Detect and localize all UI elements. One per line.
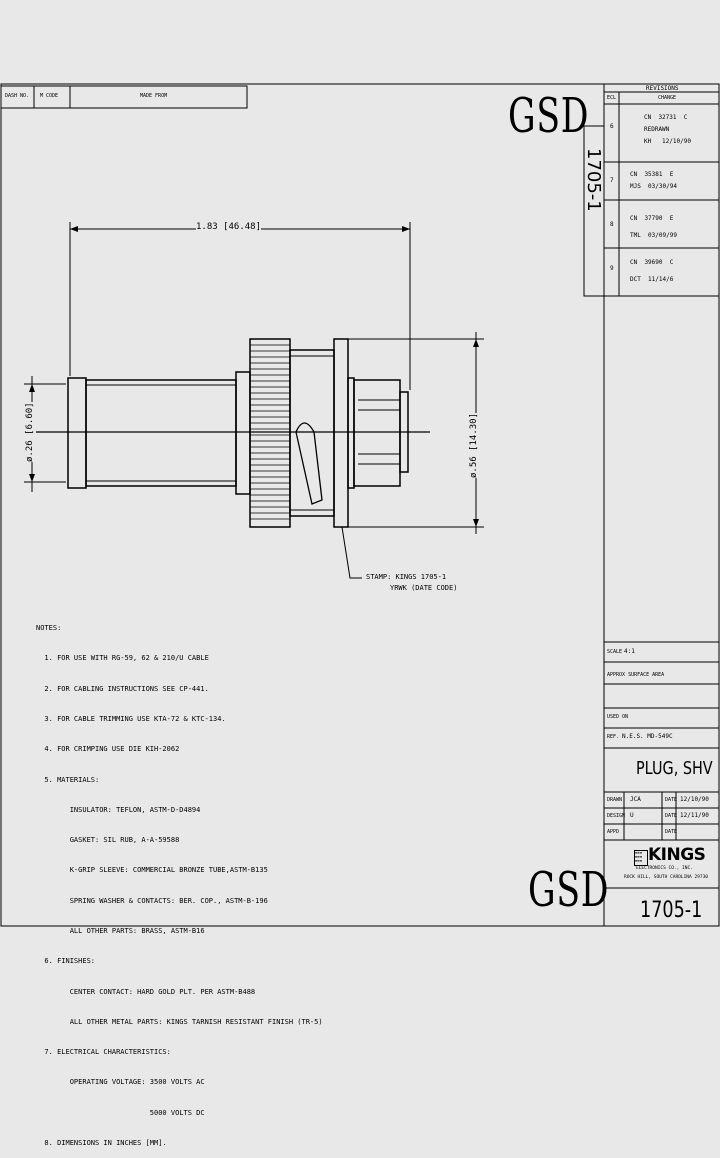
- note-line: 2. FOR CABLING INSTRUCTIONS SEE CP-441.: [36, 684, 209, 693]
- drawing-title: PLUG, SHV: [636, 758, 713, 779]
- revision-line1: CN 37790 E: [630, 215, 674, 222]
- made-from-box: [0, 85, 248, 109]
- design-by: U: [630, 812, 634, 819]
- length-dimension: 1.83 [46.48]: [196, 222, 262, 232]
- revision-line1: CN 39690 C: [630, 259, 674, 266]
- gsd-mark-top: GSD: [508, 88, 590, 144]
- revision-line2: TML 03/09/99: [630, 232, 677, 239]
- drawing-sheet: DASH NO. M CODE MADE FROM GSD GSD 1705-1…: [0, 83, 720, 1147]
- note-line: 5000 VOLTS DC: [36, 1108, 205, 1117]
- made-from-label: MADE FROM: [140, 93, 168, 99]
- note-line: 7. ELECTRICAL CHARACTERISTICS:: [36, 1048, 171, 1057]
- notes-block: NOTES: 1. FOR USE WITH RG-59, 62 & 210/U…: [36, 603, 323, 1158]
- revisions-header: REVISIONS: [646, 85, 679, 92]
- gsd-mark-bottom: GSD: [528, 862, 610, 918]
- note-line: 1. FOR USE WITH RG-59, 62 & 210/U CABLE: [36, 654, 209, 663]
- revision-line2: DCT 11/14/6: [630, 276, 674, 283]
- vertical-part-box: [583, 125, 605, 297]
- used-on-label: USED ON: [607, 714, 629, 720]
- drawn-date: 12/10/90: [680, 796, 709, 803]
- note-line: 5. MATERIALS:: [36, 775, 100, 784]
- revision-line2: MJS 03/30/94: [630, 183, 677, 190]
- part-number: 1705-1: [640, 898, 703, 923]
- ref-label: REF.: [607, 734, 620, 740]
- revision-line1: CN 35381 E: [630, 171, 674, 178]
- revision-ecl: 7: [610, 177, 614, 184]
- design-date: 12/11/90: [680, 812, 709, 819]
- scale-label: SCALE: [607, 649, 623, 655]
- knurl-lines: [250, 344, 290, 520]
- company-subtitle: ELECTRONICS CO., INC.: [636, 866, 693, 871]
- note-line: 4. FOR CRIMPING USE DIE KIH-2062: [36, 745, 180, 754]
- note-line: ALL OTHER METAL PARTS: KINGS TARNISH RES…: [36, 1017, 323, 1026]
- design-label: DESIGN: [607, 813, 626, 819]
- revision-line1: CN 32731 C: [644, 114, 688, 121]
- revision-line3: KH 12/10/90: [644, 138, 691, 145]
- company-logo-icon: ≡≡≡≡≡≡≡≡≡: [634, 850, 648, 866]
- note-line: INSULATOR: TEFLON, ASTM-D-D4894: [36, 805, 201, 814]
- appd-date-label: DATE: [665, 829, 678, 835]
- note-line: ALL OTHER PARTS: BRASS, ASTM-B16: [36, 927, 205, 935]
- m-code-label: M CODE: [40, 93, 59, 99]
- revision-ecl: 8: [610, 221, 614, 228]
- vertical-part-number: 1705-1: [583, 148, 604, 212]
- note-line: SPRING WASHER & CONTACTS: BER. COP., AST…: [36, 896, 268, 905]
- note-line: OPERATING VOLTAGE: 3500 VOLTS AC: [36, 1078, 205, 1087]
- company-address: ROCK HILL, SOUTH CAROLINA 29730: [624, 875, 708, 880]
- scale-value: 4:1: [624, 648, 635, 655]
- ref-value: N.E.S. MD-549C: [622, 733, 673, 740]
- note-line: 6. FINISHES:: [36, 957, 96, 966]
- revision-ecl: 9: [610, 265, 614, 272]
- note-line: NOTES:: [36, 624, 62, 633]
- approx-surface-label: APPROX SURFACE AREA: [607, 672, 665, 678]
- stamp-note-line1: STAMP: KINGS 1705-1: [366, 573, 447, 581]
- stamp-note-line2: YRWK (DATE CODE): [390, 584, 458, 592]
- drawn-date-label: DATE: [665, 797, 678, 803]
- dash-no-label: DASH NO.: [5, 93, 30, 99]
- drawn-by: JCA: [630, 796, 641, 803]
- sheet-border: [0, 83, 720, 927]
- large-diameter-dimension: ø.56 [14.30]: [469, 412, 479, 478]
- drawn-label: DRAWN: [607, 797, 623, 803]
- drawing-linework: [0, 83, 720, 927]
- revision-ecl: 6: [610, 123, 614, 130]
- design-date-label: DATE: [665, 813, 678, 819]
- revisions-col-ecl: ECL: [607, 95, 617, 101]
- small-diameter-dimension: ø.26 [6.60]: [25, 402, 35, 462]
- note-line: CENTER CONTACT: HARD GOLD PLT. PER ASTM-…: [36, 987, 256, 996]
- appd-label: APPD: [607, 829, 620, 835]
- note-line: GASKET: SIL RUB, A-A-59588: [36, 836, 180, 845]
- revision-line2: REDRAWN: [644, 126, 670, 133]
- note-line: 8. DIMENSIONS IN INCHES [MM].: [36, 1138, 167, 1147]
- revisions-col-change: CHANGE: [658, 95, 677, 101]
- note-line: K-GRIP SLEEVE: COMMERCIAL BRONZE TUBE,AS…: [36, 866, 268, 875]
- company-name: KINGS: [648, 845, 706, 865]
- note-line: 3. FOR CABLE TRIMMING USE KTA-72 & KTC-1…: [36, 715, 226, 724]
